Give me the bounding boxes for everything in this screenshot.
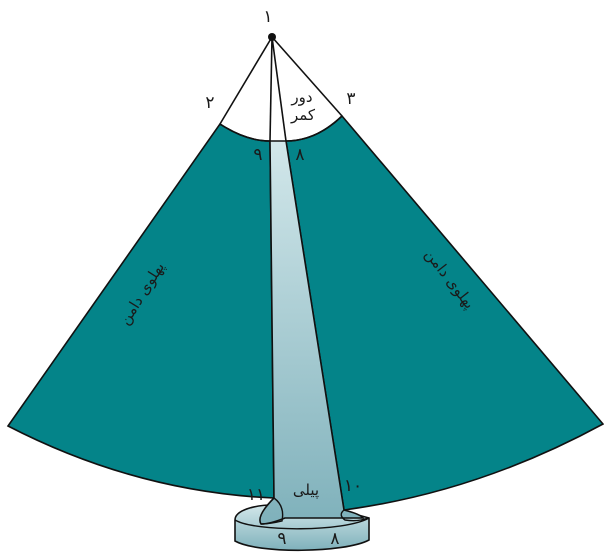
label-point-2: ۲ bbox=[205, 93, 214, 113]
construction-line-1-8 bbox=[271, 36, 287, 142]
pleat-fold-right bbox=[340, 509, 369, 522]
label-point-10: ۱۰ bbox=[344, 476, 362, 496]
label-point-8-top: ۸ bbox=[295, 145, 304, 165]
pleat-underlay-curve bbox=[234, 517, 370, 530]
label-waist-line2: کمر bbox=[290, 106, 316, 124]
label-point-9-top: ۹ bbox=[253, 145, 262, 165]
label-point-1: ۱ bbox=[263, 7, 272, 27]
pleat-strip bbox=[259, 140, 365, 525]
label-point-9-bottom: ۹ bbox=[277, 529, 286, 549]
apex-point bbox=[268, 33, 276, 41]
label-point-3: ۳ bbox=[346, 89, 355, 109]
label-point-11: ۱۱ bbox=[247, 485, 265, 505]
label-point-8-bottom: ۸ bbox=[330, 529, 339, 549]
construction-line-1-2 bbox=[219, 36, 273, 125]
label-pleat: پیلی bbox=[293, 481, 319, 500]
construction-line-1-9 bbox=[269, 36, 273, 142]
construction-line-1-3 bbox=[271, 36, 343, 117]
pleat-fold-left bbox=[260, 497, 284, 525]
waist-curve bbox=[219, 115, 343, 142]
label-waist-line1: دور bbox=[290, 88, 312, 106]
